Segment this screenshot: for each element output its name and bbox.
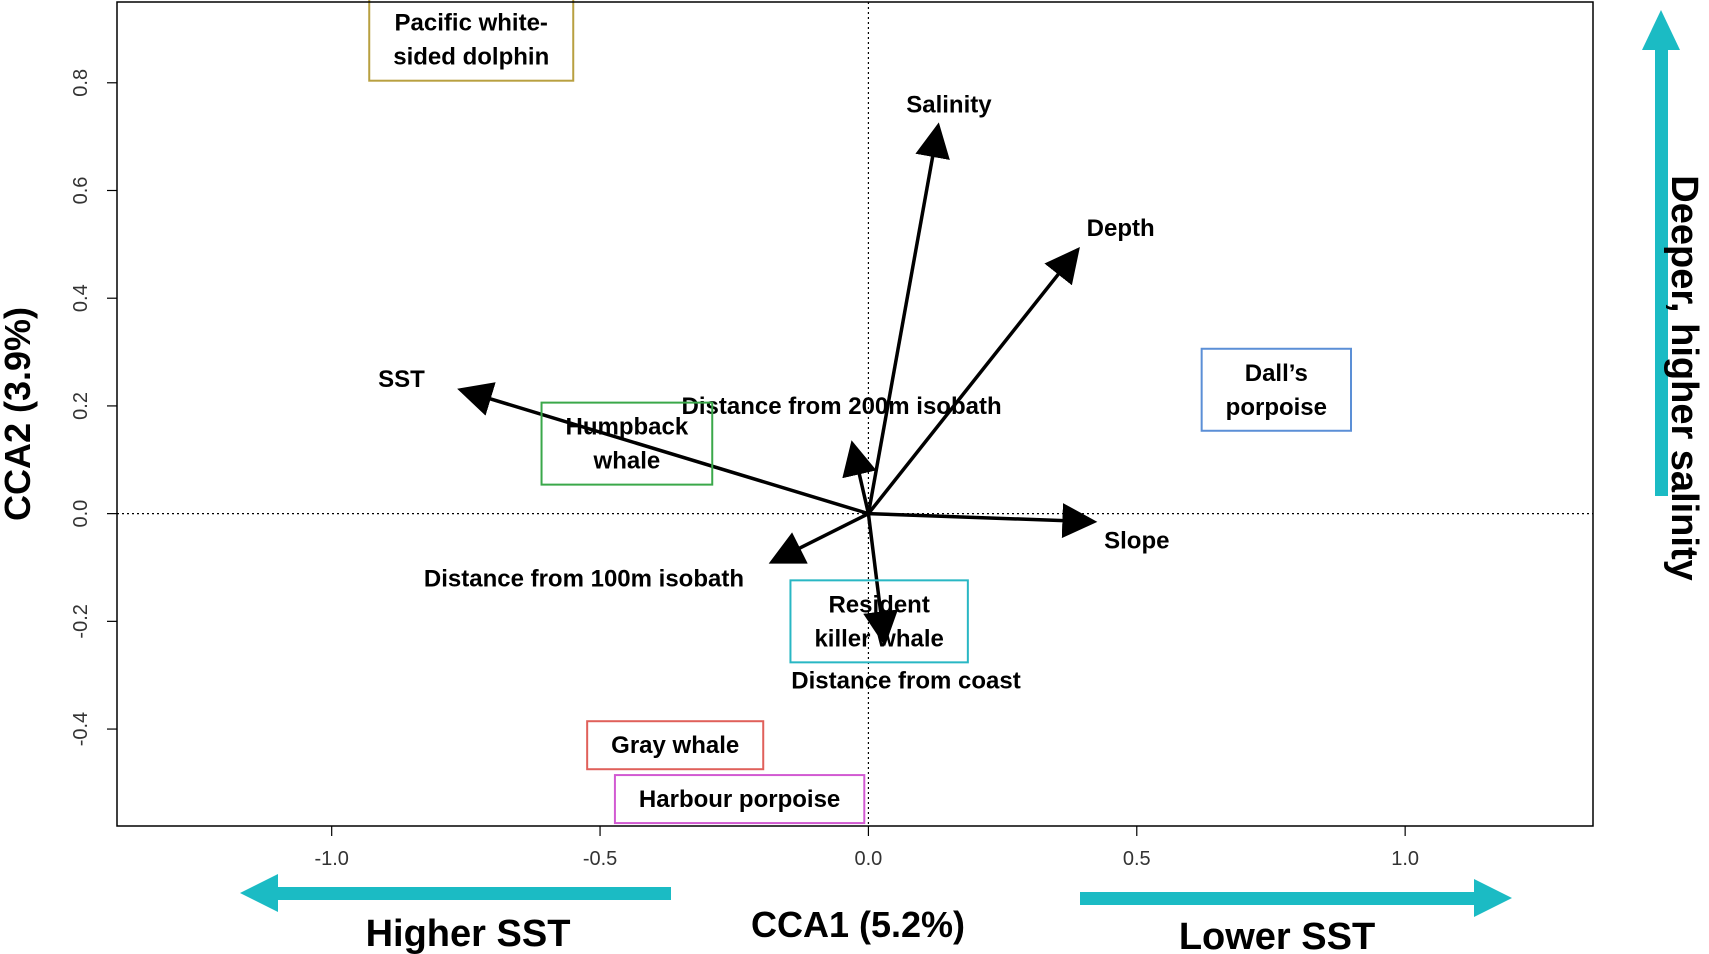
- y-tick-label: 0.6: [70, 177, 92, 205]
- species-name: Resident: [828, 591, 929, 618]
- species-name: Pacific white-: [395, 10, 548, 37]
- vector-label: Slope: [1104, 528, 1169, 555]
- y-tick-label: 0.8: [70, 69, 92, 97]
- species-box-border: [613, 774, 866, 825]
- y-tick-label: -0.4: [70, 712, 92, 746]
- vector-label: Distance from coast: [791, 668, 1020, 695]
- vector-arrow: [863, 513, 898, 647]
- species-box-border: [789, 579, 969, 664]
- deeper-higher-salinity-label: Deeper, higher salinity: [1663, 175, 1705, 580]
- vector-label: Depth: [1087, 215, 1155, 242]
- x-tick-label: -1.0: [314, 848, 348, 870]
- vector-label: Distance from 200m isobath: [682, 393, 1002, 420]
- species-label-box: Resident killer whale: [789, 579, 969, 664]
- species-box-border: [540, 401, 714, 486]
- species-box-border: [1200, 347, 1353, 432]
- vector-arrow: [868, 503, 1098, 539]
- higher-sst-label: Higher SST: [366, 913, 571, 954]
- species-label-box: Harbour porpoise: [613, 774, 866, 825]
- species-label-box: Humpback whale: [540, 401, 714, 486]
- species-name: whale: [593, 448, 661, 475]
- vector-arrow: [768, 512, 870, 564]
- species-name: porpoise: [1226, 394, 1327, 421]
- species-box-border: [586, 720, 765, 771]
- species-name: Humpback: [566, 414, 689, 441]
- deeper-arrow-head: [1642, 10, 1680, 50]
- vector-label: Distance from 100m isobath: [424, 565, 744, 592]
- species-name: sided dolphin: [393, 44, 549, 71]
- higher-sst-arrow-head: [240, 874, 278, 912]
- lower-sst-arrow-head: [1474, 879, 1512, 917]
- direction-arrows: [240, 10, 1680, 917]
- deeper-arrow-shaft: [1655, 40, 1668, 496]
- y-tick-label: 0.2: [70, 392, 92, 420]
- vector-label: Salinity: [906, 91, 992, 118]
- vector-arrow: [867, 246, 1080, 515]
- vector-arrow: [866, 122, 950, 514]
- lower-sst-label: Lower SST: [1179, 916, 1375, 954]
- species-label-box: Dall’s porpoise: [1200, 347, 1353, 432]
- x-axis-title: CCA1 (5.2%): [751, 904, 965, 945]
- species-name: Dall’s: [1245, 360, 1308, 387]
- y-axis-title: CCA2 (3.9%): [0, 307, 38, 521]
- y-tick-label: 0.4: [70, 284, 92, 312]
- y-tick-label: 0.0: [70, 500, 92, 528]
- y-axis: -0.4 -0.2 0.0 0.2 0.4 0.6 0.8: [70, 69, 117, 746]
- species-box-border: [368, 0, 575, 82]
- vector-label: SST: [378, 366, 425, 393]
- species-label-box: Pacific white-sided dolphin: [368, 0, 575, 82]
- higher-sst-arrow-shaft: [268, 887, 671, 900]
- x-axis: -1.0 -0.5 0.0 0.5 1.0: [314, 826, 1419, 870]
- species-name: killer whale: [814, 625, 943, 652]
- x-tick-label: 0.5: [1123, 848, 1151, 870]
- lower-sst-arrow-shaft: [1080, 892, 1484, 905]
- species-name: Gray whale: [611, 732, 739, 759]
- x-tick-label: 1.0: [1391, 848, 1419, 870]
- vector-arrow: [457, 382, 869, 516]
- x-tick-label: 0.0: [855, 848, 883, 870]
- species-label-box: Gray whale: [586, 720, 765, 771]
- plot-frame: [116, 1, 1594, 827]
- x-tick-label: -0.5: [583, 848, 617, 870]
- zero-reference-lines: [117, 2, 1593, 826]
- species-name: Harbour porpoise: [639, 786, 840, 813]
- y-tick-label: -0.2: [70, 604, 92, 638]
- vector-arrow: [842, 440, 877, 515]
